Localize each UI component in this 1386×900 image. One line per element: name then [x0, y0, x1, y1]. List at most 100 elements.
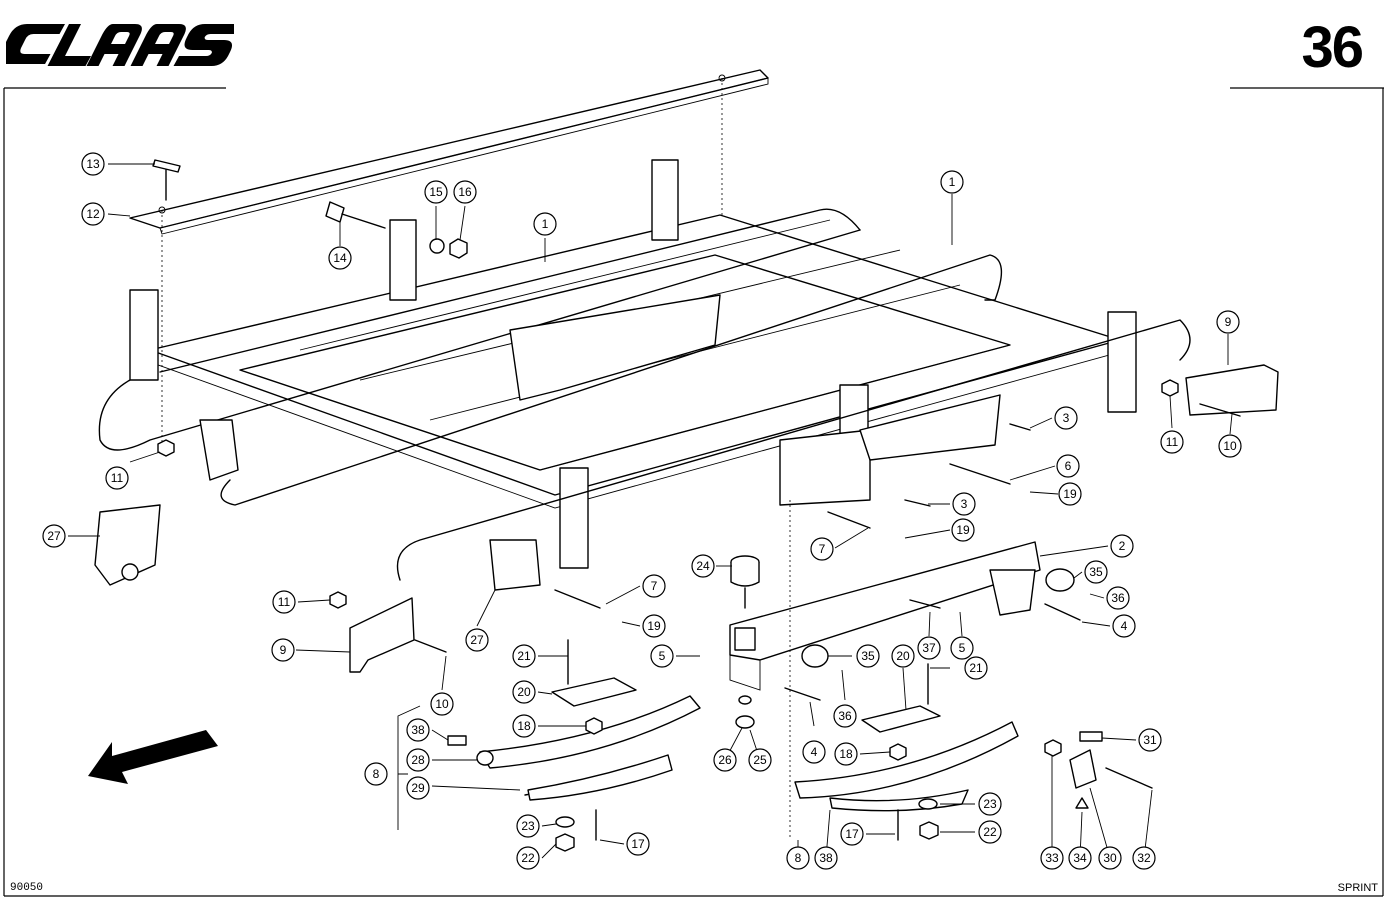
callout-15: 15: [424, 180, 448, 204]
svg-text:27: 27: [470, 633, 484, 647]
upright-3: [651, 159, 679, 241]
callout-34: 34: [1068, 846, 1092, 870]
bolt-3-lower: [904, 499, 931, 507]
bracket-27b: [489, 539, 541, 591]
bush-28: [476, 750, 494, 766]
svg-text:23: 23: [521, 819, 535, 833]
callout-19-upper: 19: [1058, 482, 1082, 506]
svg-text:24: 24: [696, 559, 710, 573]
svg-text:13: 13: [86, 157, 100, 171]
bolt-4-lower: [784, 687, 821, 701]
svg-text:21: 21: [517, 649, 531, 663]
svg-text:12: 12: [86, 207, 100, 221]
callout-10-left: 10: [430, 692, 454, 716]
callout-5-right: 5: [950, 636, 974, 660]
callout-18-left: 18: [512, 714, 536, 738]
grease-nipple-34: [1075, 797, 1089, 809]
callout-16: 16: [453, 180, 477, 204]
callout-36-lower: 36: [833, 704, 857, 728]
bushing-35-lower: [801, 644, 829, 668]
rail-1: [98, 208, 1191, 581]
callout-26: 26: [713, 748, 737, 772]
bolt-7-left: [554, 589, 601, 609]
svg-text:14: 14: [333, 251, 347, 265]
svg-text:1: 1: [542, 217, 549, 231]
bracket-9-right: [1185, 364, 1279, 416]
upright-6: [1107, 311, 1137, 413]
svg-text:15: 15: [429, 185, 443, 199]
svg-text:4: 4: [1121, 619, 1128, 633]
washer-26: [738, 695, 752, 705]
bolt-13: [152, 159, 181, 201]
pin-38-left: [447, 735, 467, 746]
page-number: 36: [1301, 15, 1363, 80]
callout-17-left: 17: [626, 832, 650, 856]
svg-text:19: 19: [647, 619, 661, 633]
svg-text:27: 27: [47, 529, 61, 543]
bushing-35-upper: [1045, 568, 1075, 592]
svg-text:20: 20: [517, 685, 531, 699]
axle-beam-2: [729, 541, 1041, 691]
callout-7-left: 7: [642, 574, 666, 598]
svg-text:20: 20: [896, 649, 910, 663]
svg-text:5: 5: [659, 649, 666, 663]
nut-18-right: [889, 743, 907, 761]
svg-text:11: 11: [278, 595, 291, 609]
svg-text:8: 8: [795, 851, 802, 865]
callout-3-upper: 3: [1054, 406, 1078, 430]
bolt-7-right: [827, 511, 871, 529]
plate-20-right: [861, 705, 941, 733]
callout-30: 30: [1098, 846, 1122, 870]
callout-21-left: 21: [512, 644, 536, 668]
callout-4-lower: 4: [802, 740, 826, 764]
bracket-center: [509, 294, 721, 401]
svg-text:3: 3: [961, 497, 968, 511]
drawing-code: 90050: [10, 882, 44, 894]
nut-18-left: [585, 717, 603, 735]
svg-text:19: 19: [1063, 487, 1077, 501]
callout-28: 28: [406, 748, 430, 772]
clip-30: [1069, 749, 1097, 789]
svg-text:18: 18: [839, 747, 853, 761]
callout-8-left: 8: [364, 762, 388, 786]
svg-text:11: 11: [1166, 435, 1179, 449]
callout-22-right: 22: [978, 820, 1002, 844]
bolt-3-upper: [1009, 423, 1031, 431]
nut-22-left: [555, 833, 575, 852]
rubber-pad-24: [730, 555, 760, 609]
svg-text:5: 5: [959, 641, 966, 655]
svg-text:35: 35: [861, 649, 875, 663]
svg-text:4: 4: [811, 745, 818, 759]
svg-text:18: 18: [517, 719, 531, 733]
callout-35-lower: 35: [856, 644, 880, 668]
upright-2: [389, 219, 417, 301]
svg-text:25: 25: [753, 753, 767, 767]
svg-text:31: 31: [1143, 733, 1157, 747]
callout-20-right: 20: [891, 644, 915, 668]
callout-8-right: 8: [786, 846, 810, 870]
callout-19-mid: 19: [951, 518, 975, 542]
callout-19-lower: 19: [642, 614, 666, 638]
svg-text:9: 9: [280, 643, 287, 657]
svg-text:29: 29: [411, 781, 425, 795]
svg-text:33: 33: [1045, 851, 1059, 865]
svg-text:28: 28: [411, 753, 425, 767]
nut-22-right: [919, 821, 939, 840]
callout-29: 29: [406, 776, 430, 800]
svg-text:35: 35: [1089, 565, 1103, 579]
upright-1: [129, 289, 159, 381]
callout-37: 37: [917, 636, 941, 660]
svg-text:22: 22: [521, 851, 535, 865]
bolt-14: [325, 201, 386, 229]
bolt-10-right: [1199, 403, 1241, 417]
callout-9-right: 9: [1216, 310, 1240, 334]
callout-31: 31: [1138, 728, 1162, 752]
bolt-4-right: [1044, 603, 1081, 621]
callout-22-left: 22: [516, 846, 540, 870]
callout-24: 24: [691, 554, 715, 578]
bracket-9-left: [349, 597, 415, 673]
svg-text:21: 21: [969, 661, 983, 675]
model-name: SPRINT: [1337, 882, 1378, 894]
callout-2: 2: [1110, 534, 1134, 558]
callout-27-mid: 27: [465, 628, 489, 652]
